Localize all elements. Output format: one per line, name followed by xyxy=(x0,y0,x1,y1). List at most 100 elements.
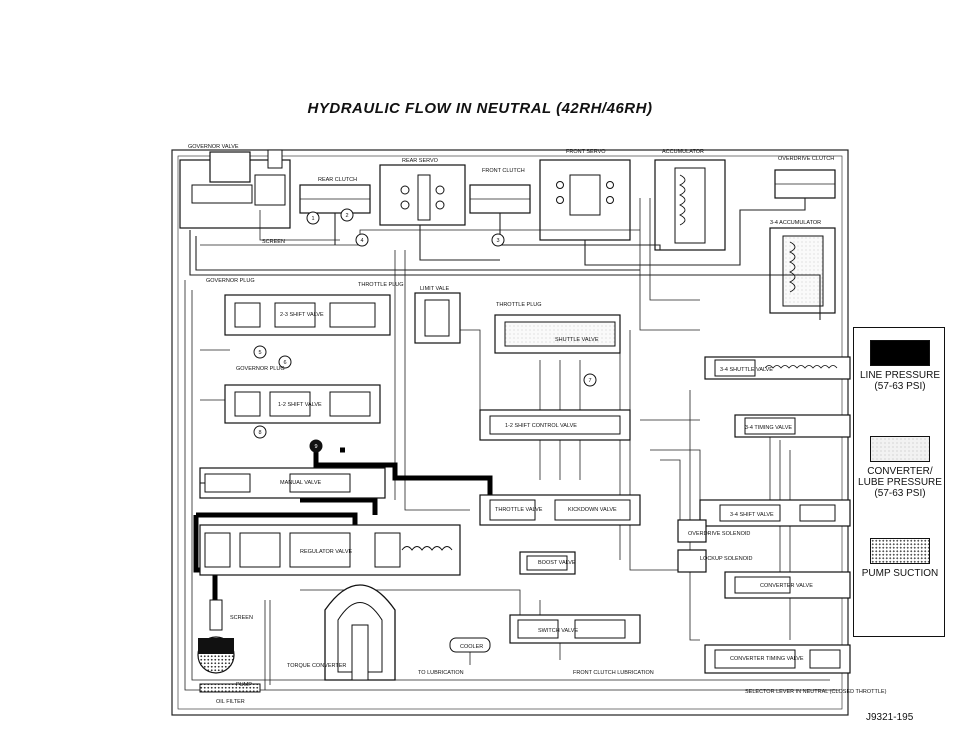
torque-converter xyxy=(324,584,396,681)
svg-text:9: 9 xyxy=(314,444,317,450)
pressure-legend: LINE PRESSURE (57-63 psi) CONVERTER/ LUB… xyxy=(853,327,945,637)
label-throttle-plug-top: THROTTLE PLUG xyxy=(358,282,404,288)
cooler xyxy=(449,637,491,653)
label-front-clutch: FRONT CLUTCH xyxy=(482,168,525,174)
ref-circle-7: 7 xyxy=(583,373,597,387)
legend-item-pump-suction: PUMP SUCTION xyxy=(854,538,946,579)
label-rear-clutch: REAR CLUTCH xyxy=(318,177,357,183)
label-front-clutch-lubrication: FRONT CLUTCH LUBRICATION xyxy=(573,670,654,676)
label-shift-valve-1-2: 1-2 SHIFT VALVE xyxy=(278,402,322,408)
component-labels: GOVERNOR VALVE REAR CLUTCH REAR SERVO FR… xyxy=(188,144,887,705)
front-clutch xyxy=(469,184,531,214)
svg-text:4: 4 xyxy=(360,238,363,244)
label-accumulator-3-4: 3-4 ACCUMULATOR xyxy=(770,220,821,226)
legend-label-line-pressure: LINE PRESSURE (57-63 psi) xyxy=(859,370,941,392)
rear-servo xyxy=(379,164,466,226)
ref-circle-2: 2 xyxy=(340,208,354,222)
label-converter-valve: CONVERTER VALVE xyxy=(760,583,813,589)
switch-valve xyxy=(509,614,641,644)
label-screen-bottom: SCREEN xyxy=(230,615,253,621)
ref-circle-8: 8 xyxy=(253,425,267,439)
regulator-valve xyxy=(199,524,461,576)
lockup-solenoid xyxy=(677,549,707,573)
label-timing-valve-3-4: 3-4 TIMING VALVE xyxy=(745,425,792,431)
label-limit-valve: LIMIT VALE xyxy=(420,286,449,292)
rear-clutch xyxy=(299,184,371,214)
label-screen-top: SCREEN xyxy=(262,239,285,245)
label-lockup-solenoid: LOCKUP SOLENOID xyxy=(700,556,752,562)
legend-item-line-pressure: LINE PRESSURE (57-63 psi) xyxy=(854,340,946,392)
label-shift-valve-3-4: 3-4 SHIFT VALVE xyxy=(730,512,774,518)
ref-circle-4: 4 xyxy=(355,233,369,247)
diagram-title: HYDRAULIC FLOW IN NEUTRAL (42RH/46RH) xyxy=(307,100,653,117)
ref-circle-5: 5 xyxy=(253,345,267,359)
accumulator-3-4 xyxy=(769,227,836,314)
svg-text:5: 5 xyxy=(258,350,261,356)
shift-valve-1-2 xyxy=(224,384,381,424)
figure-id: J9321-195 xyxy=(866,712,914,723)
label-selector-lever: SELECTOR LEVER IN NEUTRAL (CLOSED THROTT… xyxy=(745,689,887,695)
label-accumulator: ACCUMULATOR xyxy=(662,149,704,155)
label-boost-valve: BOOST VALVE xyxy=(538,560,576,566)
overdrive-solenoid xyxy=(677,519,707,543)
throttle-kickdown-valves xyxy=(479,494,641,526)
label-throttle-plug-mid: THROTTLE PLUG xyxy=(496,302,542,308)
label-cooler: COOLER xyxy=(460,644,483,650)
label-rear-servo: REAR SERVO xyxy=(402,158,439,164)
converter-timing-valve xyxy=(704,644,851,674)
label-switch-valve: SWITCH VALVE xyxy=(538,628,578,634)
label-shuttle-valve: SHUTTLE VALVE xyxy=(555,337,599,343)
timing-valve-3-4 xyxy=(734,414,851,438)
legend-swatch-line-pressure xyxy=(870,340,930,366)
shift-valve-2-3 xyxy=(224,294,391,336)
label-regulator-valve: REGULATOR VALVE xyxy=(300,549,352,555)
hydraulic-passages xyxy=(184,198,840,691)
shuttle-valve-3-4 xyxy=(704,356,851,380)
shift-valve-3-4 xyxy=(699,499,851,527)
overdrive-clutch xyxy=(774,169,836,199)
svg-text:2: 2 xyxy=(345,213,348,219)
label-torque-converter: TORQUE CONVERTER xyxy=(287,663,346,669)
label-shift-valve-2-3: 2-3 SHIFT VALVE xyxy=(280,312,324,318)
label-manual-valve: MANUAL VALVE xyxy=(280,480,321,486)
label-oil-filter: OIL FILTER xyxy=(216,699,245,705)
accumulator xyxy=(654,159,726,251)
shift-control-valve-1-2 xyxy=(479,409,631,441)
svg-text:3: 3 xyxy=(496,238,499,244)
label-pump: PUMP xyxy=(236,682,252,688)
legend-label-pump-suction: PUMP SUCTION xyxy=(861,568,939,579)
ref-circle-6: 6 xyxy=(278,355,292,369)
label-governor-plug-mid: GOVERNOR PLUG xyxy=(236,366,285,372)
label-shift-control-valve-1-2: 1-2 SHIFT CONTROL VALVE xyxy=(505,423,577,429)
svg-text:8: 8 xyxy=(258,430,261,436)
legend-item-converter-lube: CONVERTER/ LUBE PRESSURE (57-63 psi) xyxy=(854,436,946,499)
legend-swatch-converter-lube xyxy=(870,436,930,462)
legend-label-converter-lube: CONVERTER/ LUBE PRESSURE (57-63 psi) xyxy=(858,466,942,499)
reference-circles: 1 2 3 4 5 6 7 xyxy=(253,208,597,453)
label-throttle-valve: THROTTLE VALVE xyxy=(495,507,543,513)
label-front-servo: FRONT SERVO xyxy=(566,149,606,155)
pump-assembly xyxy=(197,599,261,693)
label-shuttle-valve-3-4: 3-4 SHUTTLE VALVE xyxy=(720,367,773,373)
label-converter-timing-valve: CONVERTER TIMING VALVE xyxy=(730,656,804,662)
label-governor-valve: GOVERNOR VALVE xyxy=(188,144,239,150)
ref-circle-9: 9 xyxy=(309,439,323,453)
label-to-lubrication: TO LUBRICATION xyxy=(418,670,464,676)
converter-valve xyxy=(724,571,851,599)
label-overdrive-solenoid: OVERDRIVE SOLENOID xyxy=(688,531,750,537)
boost-valve xyxy=(519,551,576,575)
governor-assembly xyxy=(179,149,291,229)
svg-text:6: 6 xyxy=(283,360,286,366)
svg-text:1: 1 xyxy=(311,216,314,222)
limit-valve xyxy=(414,292,461,344)
manual-valve xyxy=(199,467,386,499)
label-overdrive-clutch: OVERDRIVE CLUTCH xyxy=(778,156,834,162)
label-kickdown-valve: KICKDOWN VALVE xyxy=(568,507,617,513)
shuttle-valve xyxy=(494,314,621,354)
front-servo xyxy=(539,159,631,241)
svg-text:7: 7 xyxy=(588,378,591,384)
legend-swatch-pump-suction xyxy=(870,538,930,564)
ref-circle-3: 3 xyxy=(491,233,505,247)
